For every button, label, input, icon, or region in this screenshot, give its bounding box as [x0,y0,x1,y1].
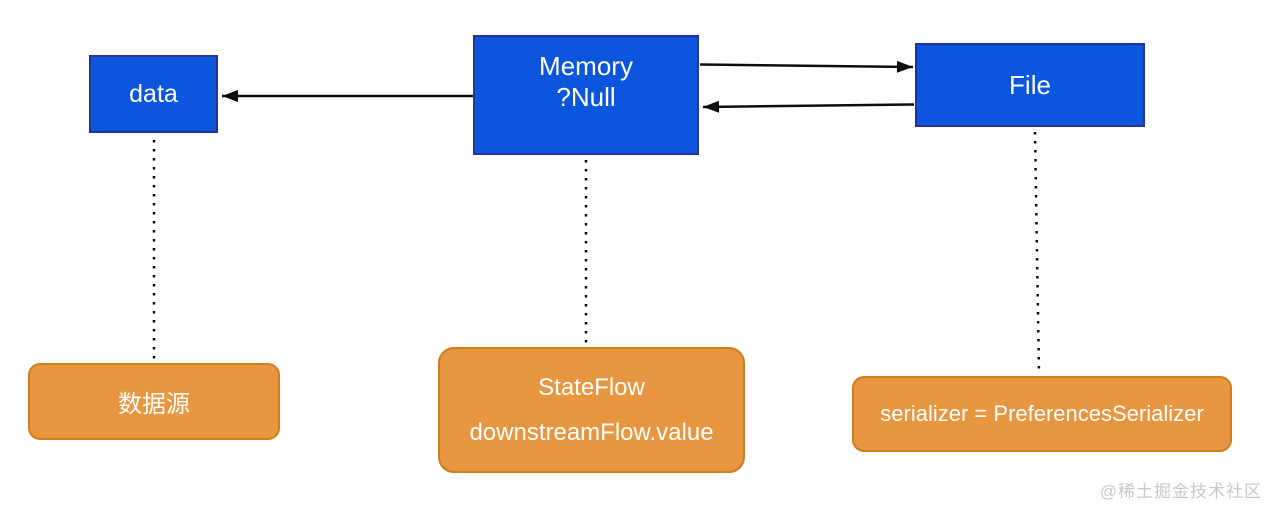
node-memory-label-line1: Memory [539,51,633,81]
note-stateflow-label-line2: downstreamFlow.value [469,418,714,446]
note-stateflow: StateFlow downstreamFlow.value [438,347,745,473]
note-serializer-label: serializer = PreferencesSerializer [880,401,1204,426]
note-datasource-label: 数据源 [118,391,190,418]
note-stateflow-label-line1: StateFlow [538,373,645,401]
arrow-file-to-memory [702,100,915,113]
note-datasource: 数据源 [28,363,280,440]
watermark: @稀土掘金技术社区 [1099,482,1262,501]
node-memory: Memory ?Null [473,35,699,155]
node-memory-label-line2: ?Null [556,82,616,112]
node-data-label: data [129,79,178,108]
node-file-label: File [1009,69,1051,100]
node-file: File [915,43,1145,127]
note-serializer: serializer = PreferencesSerializer [852,376,1232,452]
dotted-link-file-serializer [1033,131,1041,374]
arrow-memory-to-file [699,60,914,73]
node-data: data [89,55,218,133]
